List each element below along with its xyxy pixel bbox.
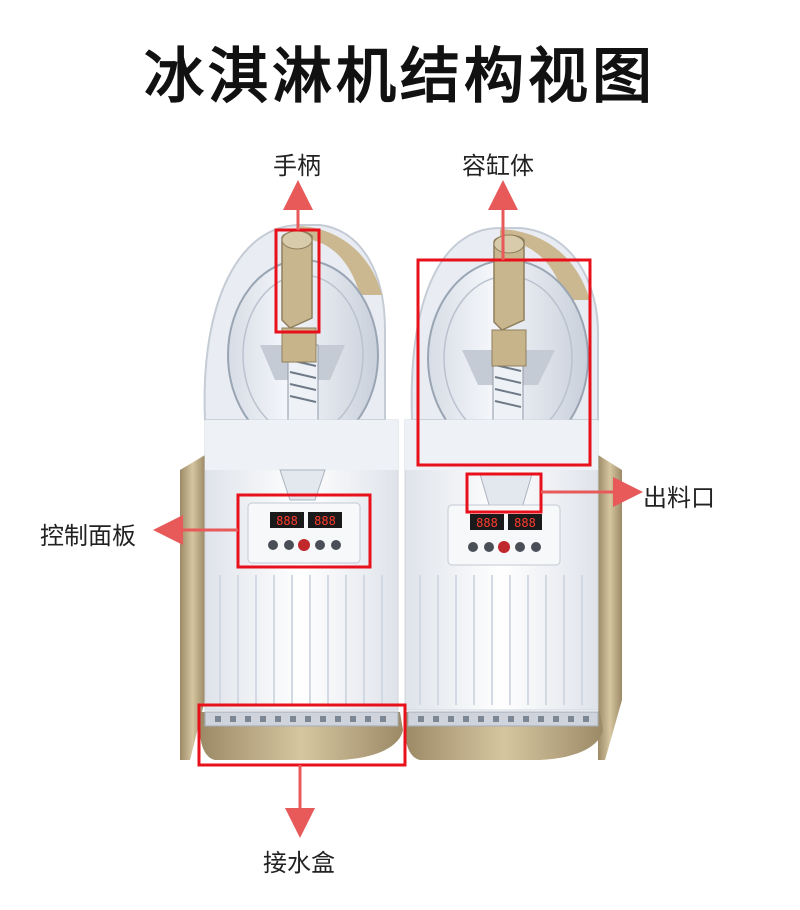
right-display-1: 888	[476, 516, 498, 530]
drip-tray-highlight-box	[197, 703, 407, 767]
label-tank: 容缸体	[462, 152, 534, 180]
label-drip-tray: 接水盒	[263, 849, 335, 877]
page-title: 冰淇淋机结构视图	[144, 42, 656, 112]
label-handle: 手柄	[273, 152, 321, 180]
left-display-1: 888	[276, 514, 298, 528]
left-display-2: 888	[314, 514, 336, 528]
label-outlet: 出料口	[643, 484, 715, 512]
right-unit: 888 888	[404, 227, 603, 760]
label-control-panel: 控制面板	[40, 522, 136, 550]
left-power-button-icon	[298, 539, 310, 551]
right-gold-frame	[598, 455, 622, 760]
left-unit: 888 888	[200, 224, 403, 760]
right-power-button-icon	[498, 541, 510, 553]
right-display-2: 888	[514, 516, 536, 530]
